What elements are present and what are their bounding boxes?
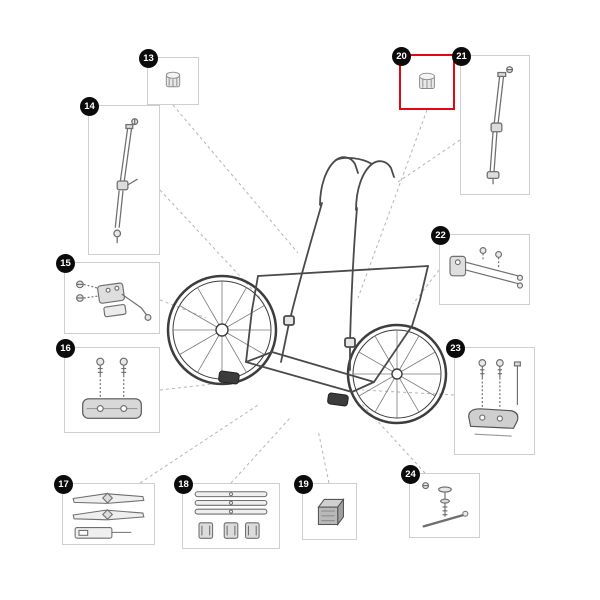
callout-box-14[interactable]: 14 [80, 97, 160, 255]
callout-box-24[interactable]: 24 [401, 465, 480, 538]
tow-bar-pole-icon [113, 118, 139, 244]
right-wheel [346, 323, 448, 425]
hitch-pin-bolt-icon [422, 482, 469, 528]
callout-box-17[interactable]: 17 [54, 475, 155, 545]
strap-buckle-kit-icon [194, 491, 268, 539]
callout-box-22[interactable]: 22 [431, 226, 530, 305]
callout-box-18[interactable]: 18 [174, 475, 280, 549]
callout-box-16[interactable]: 16 [56, 339, 160, 433]
tube-plug-cap-icon [165, 71, 181, 88]
strap-set-icon [72, 492, 145, 539]
callout-box-23[interactable]: 23 [446, 339, 535, 455]
callout-box-21[interactable]: 21 [452, 47, 530, 195]
callout-box-15[interactable]: 15 [56, 254, 160, 334]
part-number-badge-22: 22 [431, 226, 450, 245]
mount-bracket-icon [82, 357, 142, 419]
hitch-assembly-icon [76, 280, 152, 321]
wheel-mount-plate-icon [468, 359, 521, 437]
part-number-badge-23: 23 [446, 339, 465, 358]
callout-box-20-selected[interactable]: 20 [392, 47, 455, 110]
part-number-badge-21: 21 [452, 47, 471, 66]
left-wheel [166, 274, 278, 386]
leader-lines [139, 104, 461, 484]
part-number-badge-24: 24 [401, 465, 420, 484]
callout-box-19[interactable]: 19 [294, 475, 357, 540]
part-number-badge-13: 13 [139, 49, 158, 68]
end-cap-block-icon [317, 497, 345, 527]
tube-plug-icon [419, 72, 435, 89]
part-number-badge-19: 19 [294, 475, 313, 494]
part-number-badge-15: 15 [56, 254, 75, 273]
part-number-badge-14: 14 [80, 97, 99, 116]
push-bar-tube-icon [486, 66, 514, 185]
callout-box-13[interactable]: 13 [139, 49, 199, 105]
part-number-badge-20: 20 [392, 47, 411, 66]
part-number-badge-17: 17 [54, 475, 73, 494]
trailer-frame [245, 156, 429, 393]
axle-receiver-icon [449, 247, 524, 289]
part-number-badge-16: 16 [56, 339, 75, 358]
part-number-badge-18: 18 [174, 475, 193, 494]
axle-brackets [218, 370, 349, 407]
